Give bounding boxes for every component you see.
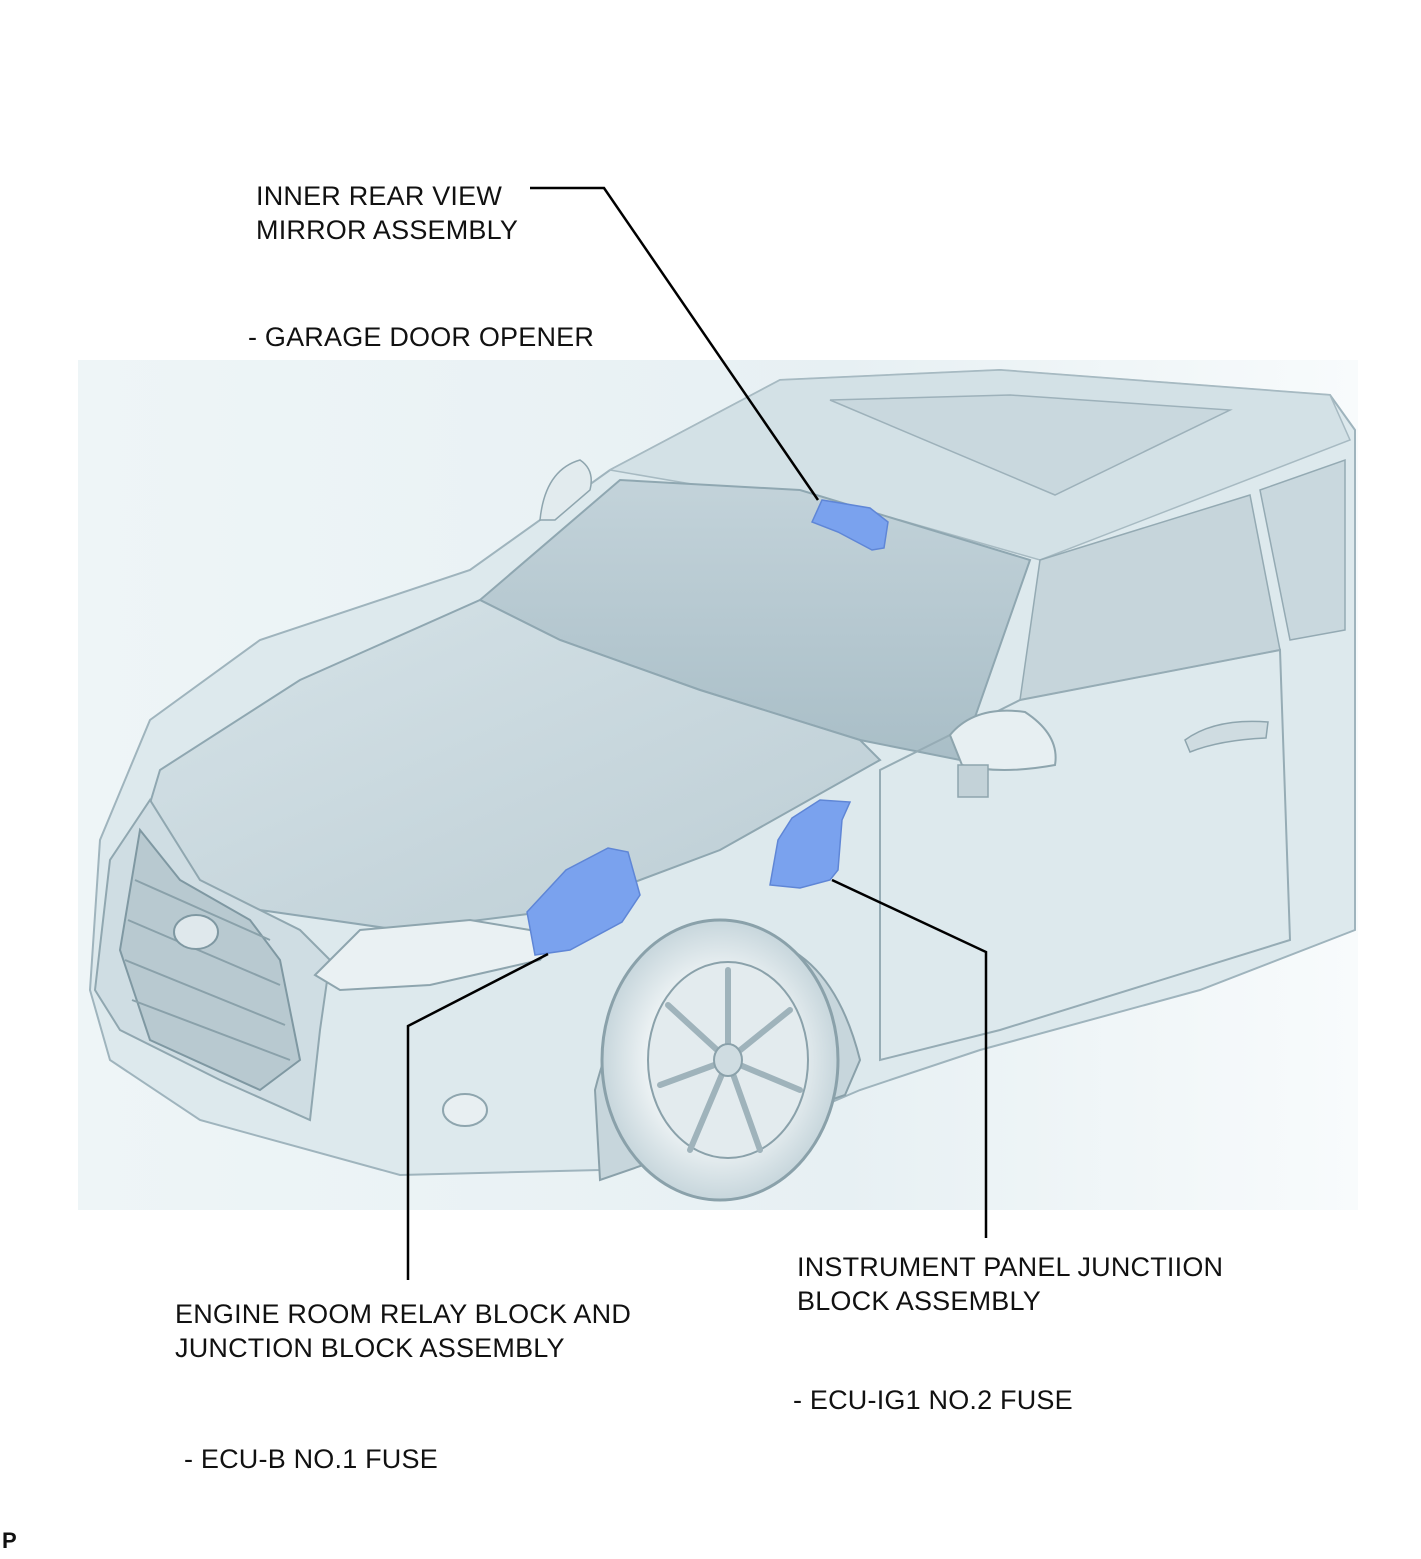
emblem xyxy=(173,914,219,950)
engine-room-label-line1: ENGINE ROOM RELAY BLOCK AND xyxy=(175,1299,632,1329)
instrument-panel-leader-line xyxy=(831,878,988,1238)
instrument-panel-item-label: - ECU-IG1 NO.2 FUSE xyxy=(793,1385,1073,1415)
engine-room-item-label: - ECU-B NO.1 FUSE xyxy=(184,1444,438,1474)
instrument-panel-label-line1: INSTRUMENT PANEL JUNCTIION xyxy=(797,1252,1224,1282)
car-body xyxy=(88,368,1356,1202)
instrument-panel-junction-block-highlight xyxy=(769,799,852,889)
engine-room-label-line2: JUNCTION BLOCK ASSEMBLY xyxy=(175,1333,565,1363)
leader-lines xyxy=(406,186,988,1280)
engine-room-leader-line xyxy=(406,952,549,1280)
mirror-label-line1: INNER REAR VIEW xyxy=(256,181,503,211)
mirror-label-line2: MIRROR ASSEMBLY xyxy=(256,215,519,245)
mirror-item-label: - GARAGE DOOR OPENER xyxy=(248,322,595,352)
mirror-leader-line xyxy=(530,186,820,501)
corner-mark: P xyxy=(2,1528,17,1553)
inner-rear-view-mirror-highlight xyxy=(810,499,889,551)
instrument-panel-label-line2: BLOCK ASSEMBLY xyxy=(797,1286,1041,1316)
highlighted-components xyxy=(526,499,889,956)
